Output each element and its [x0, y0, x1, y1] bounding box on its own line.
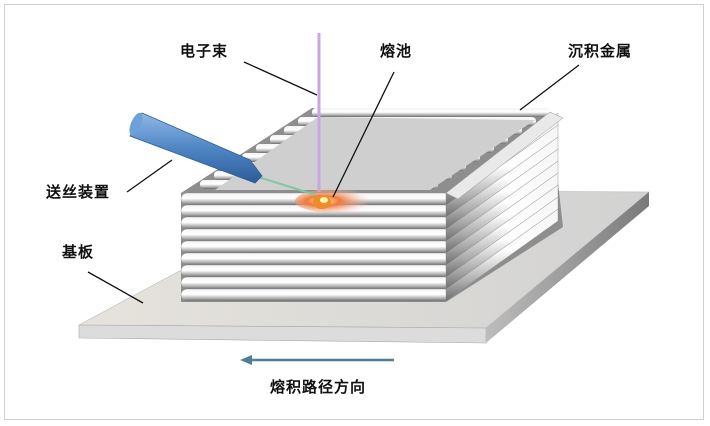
side-wall-rim: [445, 111, 564, 200]
front-wall-layer: [180, 276, 452, 290]
label-wire-feeder: 送丝装置: [46, 183, 111, 201]
front-wall-layer: [180, 264, 452, 278]
front-wall-layer: [180, 240, 452, 254]
deposited-metal-block: [180, 108, 564, 302]
leader-melt-pool: [332, 71, 395, 198]
label-substrate: 基板: [62, 243, 95, 261]
front-wall-layer: [180, 288, 452, 302]
leader-wire-feeder: [126, 159, 173, 193]
label-deposition-direction: 熔积路径方向: [270, 378, 367, 396]
label-electron-beam: 电子束: [180, 42, 229, 60]
front-wall-layer: [180, 228, 452, 242]
leader-deposited-metal: [519, 64, 580, 111]
leader-electron-beam: [243, 61, 318, 96]
front-wall-layer: [180, 216, 452, 230]
leader-substrate: [87, 271, 144, 304]
label-melt-pool: 熔池: [380, 42, 413, 60]
leader-lines: [87, 61, 580, 304]
label-deposited-metal: 沉积金属: [568, 42, 633, 60]
image-frame: [4, 4, 704, 420]
front-wall-layer: [180, 252, 452, 266]
back-wall-layer: [312, 108, 550, 117]
side-wall-layer: [445, 208, 559, 302]
wire-feeder: [129, 112, 317, 196]
direction-arrow: [240, 355, 394, 365]
